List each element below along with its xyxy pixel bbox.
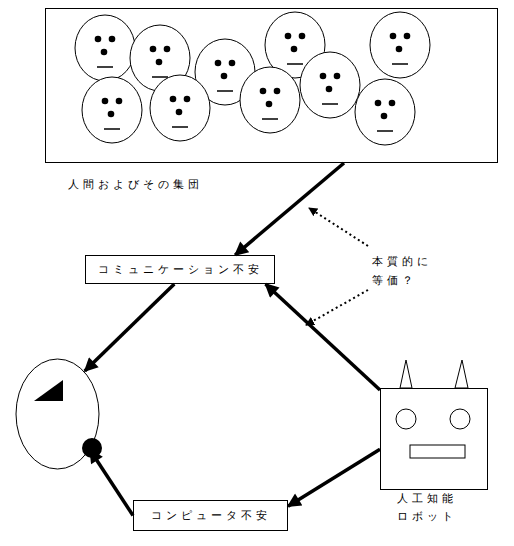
leader-line — [309, 208, 368, 246]
robot-ear — [400, 360, 412, 388]
process-box: コミュニケーション不安 — [85, 255, 275, 284]
face-icon — [75, 15, 135, 81]
face-icon — [240, 67, 300, 133]
arrow-connector — [266, 284, 381, 390]
robot-eye — [396, 409, 416, 429]
face-icon — [150, 75, 210, 141]
node-label: コンピュータ不安 — [151, 509, 271, 523]
robot-eye — [450, 409, 470, 429]
annotation-label: 本質的に 等価？ — [372, 252, 438, 290]
face-group — [75, 12, 430, 145]
node-caption: 人工知能 ロボット — [397, 490, 463, 526]
robot-mouth — [410, 445, 465, 458]
robot-ear — [455, 360, 468, 388]
robot-box: 人工知能 ロボット — [380, 388, 488, 490]
arrow-connector — [90, 450, 133, 516]
node-caption: 人間およびその集団 — [68, 176, 268, 194]
arrow-connector — [85, 284, 175, 371]
arrow-connector — [288, 449, 380, 506]
face-icon — [300, 52, 360, 118]
process-box: コンピュータ不安 — [133, 500, 288, 531]
face-icon — [370, 12, 430, 78]
triangle-symbol — [34, 380, 63, 401]
face-icon — [82, 77, 142, 143]
leader-line — [306, 290, 368, 325]
arrow-connector — [235, 163, 344, 255]
node-label: コミュニケーション不安 — [98, 263, 263, 277]
face-icon — [355, 79, 415, 145]
